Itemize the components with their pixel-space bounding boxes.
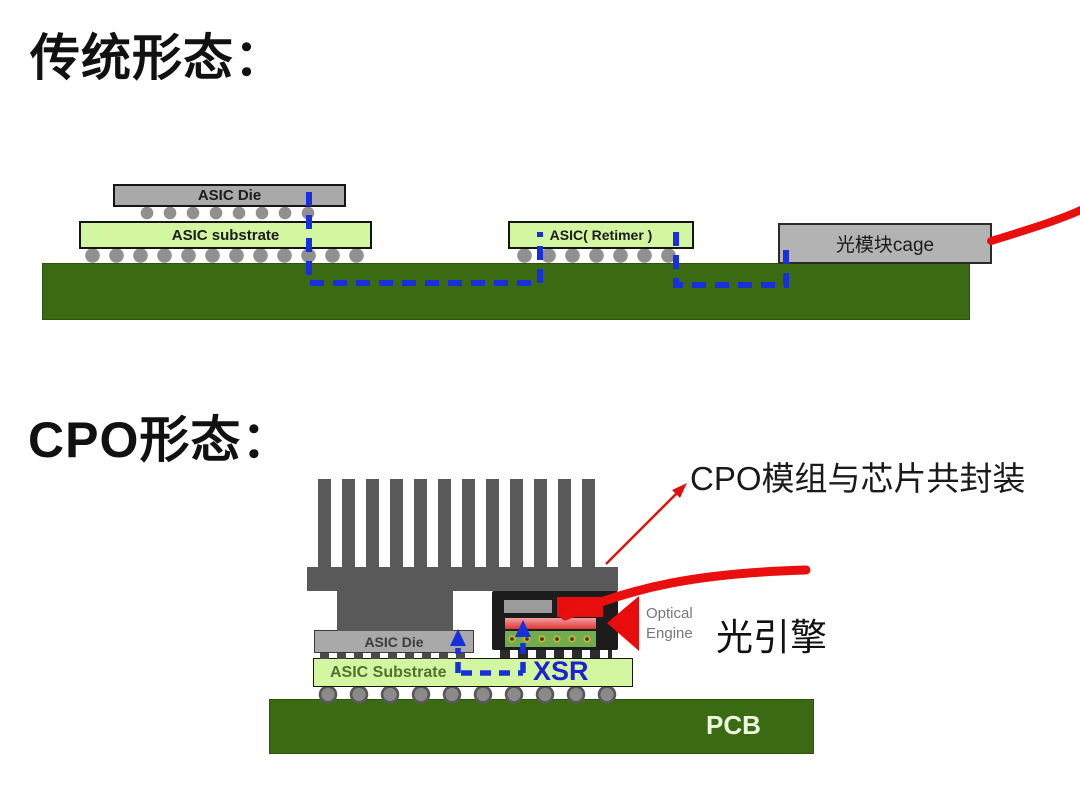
heatsink-base	[307, 567, 618, 591]
cpo-die-bumps	[320, 652, 470, 659]
cpo-pcb-label: PCB	[706, 710, 761, 740]
cpo-asic-die: ASIC Die	[314, 630, 474, 653]
retimer-chip: ASIC( Retimer )	[508, 221, 694, 249]
cpo-heading: CPO形态：	[28, 412, 293, 468]
cpo-asic-die-label: ASIC Die	[364, 633, 424, 650]
optical-module-cage-label: 光模块cage	[835, 235, 935, 256]
optical-engine-laser-bar	[505, 618, 596, 629]
retimer-balls	[516, 247, 684, 264]
annotation-arrow-head	[672, 483, 687, 498]
retimer-label: ASIC( Retimer )	[549, 227, 653, 243]
cpo-asic-substrate-label: ASIC Substrate	[330, 663, 447, 681]
xsr-label: XSR	[533, 656, 589, 686]
traditional-die-bumps	[140, 205, 324, 221]
traditional-substrate-balls	[84, 247, 372, 264]
optical-engine-pins	[500, 650, 612, 658]
optical-engine-label-en: Optical Engine	[646, 605, 693, 642]
traditional-pcb	[42, 263, 970, 320]
heatsink-pedestal	[337, 590, 453, 631]
annotation-arrow-line	[605, 491, 679, 565]
traditional-asic-die-label: ASIC Die	[197, 187, 262, 204]
traditional-asic-die: ASIC Die	[113, 184, 346, 207]
fiber-line-traditional	[987, 205, 1080, 245]
optical-engine-label-zh: 光引擎	[716, 617, 827, 658]
optical-engine-pic-bar	[505, 631, 596, 647]
heatsink-fins	[318, 479, 596, 568]
cpo-substrate-balls	[318, 685, 628, 704]
traditional-asic-substrate-label: ASIC substrate	[171, 226, 280, 244]
optical-module-cage: 光模块cage	[778, 223, 992, 264]
optical-engine-lid	[504, 600, 552, 613]
optical-engine-fiber-port	[557, 597, 603, 617]
traditional-asic-substrate: ASIC substrate	[79, 221, 372, 249]
traditional-heading: 传统形态：	[30, 30, 285, 86]
cpo-annotation: CPO模组与芯片共封装	[690, 460, 1026, 497]
